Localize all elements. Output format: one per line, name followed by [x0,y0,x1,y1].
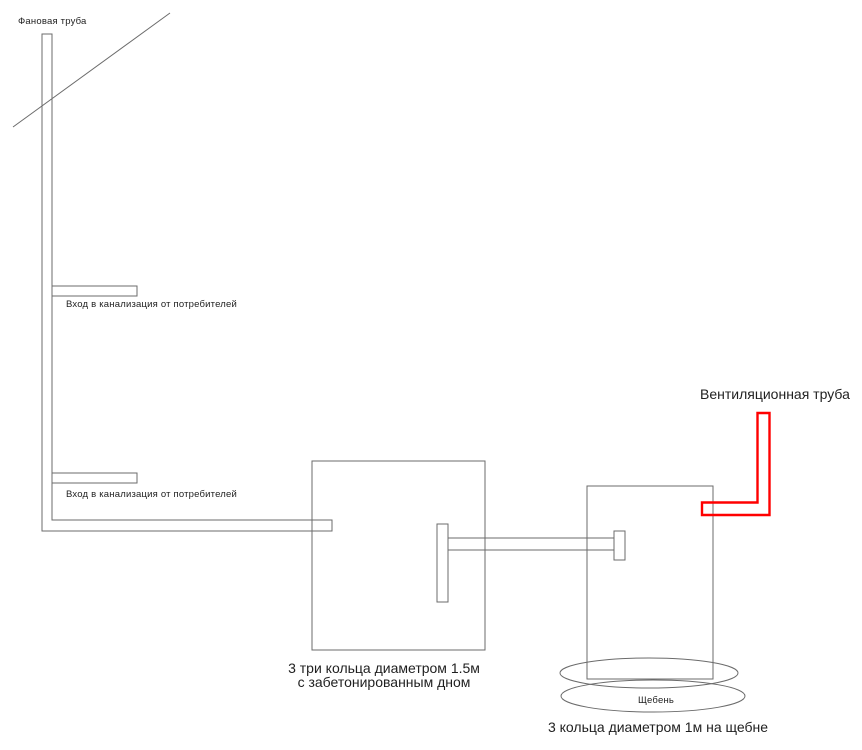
inlet-bottom-label: Вход в канализация от потребителей [66,489,238,500]
fan-pipe-and-main-sewer-run [41,33,333,532]
inlet-top-label: Вход в канализация от потребителей [66,299,238,310]
inlet-pipe-top [51,285,138,297]
tank2-tee-cap [613,530,626,561]
inlet-pipe-bottom [51,472,138,484]
tank2-outline [586,485,714,680]
fan-pipe-label: Фановая труба [18,16,87,27]
tank1-baffle [436,523,449,603]
tank1-caption-line2: с забетонированным дном [297,674,471,690]
gravel-label: Щебень [637,695,675,706]
vent-pipe-shape [700,411,771,517]
gravel-ellipse-lower [560,679,746,713]
tank1-outline [311,460,486,651]
tank1-caption: 3 три кольца диаметром 1.5м с забетониро… [254,661,514,689]
vent-pipe-label: Вентиляционная труба [700,386,850,402]
gravel-ellipse-upper [559,657,739,689]
roof-slope-line [12,12,171,128]
transfer-pipe [440,537,618,551]
tank2-caption: 3 кольца диаметром 1м на щебне [547,719,769,735]
tank1-caption-line1: 3 три кольца диаметром 1.5м [288,660,480,676]
